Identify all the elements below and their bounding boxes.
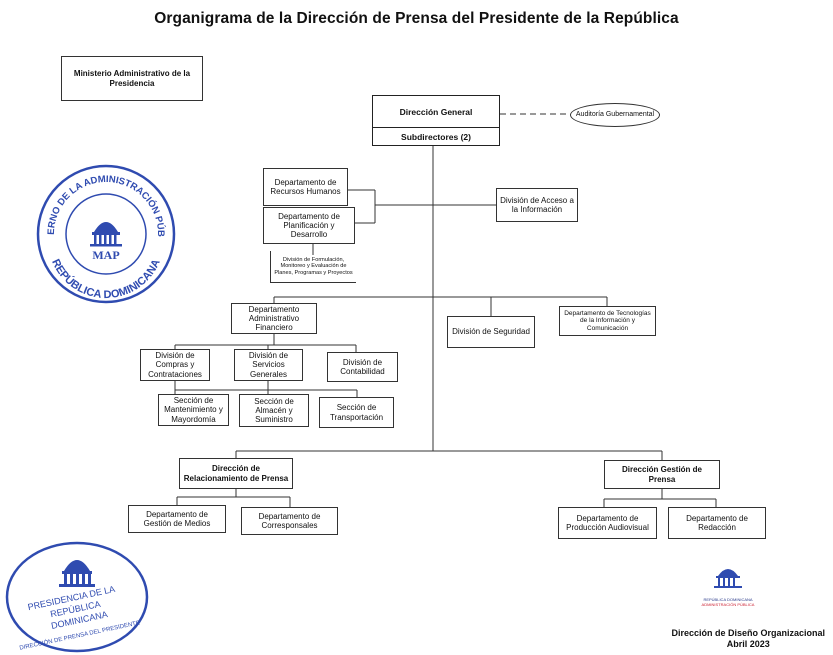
servicios-generales-box: División de Servicios Generales	[234, 349, 303, 381]
almacen-box: Sección de Almacén y Suministro	[239, 394, 309, 427]
transportacion-box: Sección de Transportación	[319, 397, 394, 428]
compras-box: División de Compras y Contrataciones	[140, 349, 210, 381]
footer: Dirección de Diseño Organizacional Abril…	[671, 628, 825, 650]
map-seal-bottom-text: REPÚBLICA DOMINICANA	[49, 257, 163, 301]
subdirectores-label: Subdirectores (2)	[401, 131, 471, 142]
svg-text:REPÚBLICA DOMINICANA: REPÚBLICA DOMINICANA	[49, 257, 163, 301]
acceso-info-box: División de Acceso a la Información	[496, 188, 578, 222]
small-logo-line2: ADMINISTRACIÓN PÚBLICA	[701, 602, 755, 607]
direccion-general-box: Dirección General Subdirectores (2)	[372, 95, 500, 146]
small-logo-line1: REPÚBLICA DOMINICANA	[703, 597, 753, 602]
planificacion-box: Departamento de Planificación y Desarrol…	[263, 207, 355, 244]
administracion-publica-logo: REPÚBLICA DOMINICANA ADMINISTRACIÓN PÚBL…	[688, 560, 768, 607]
presidencia-seal: PRESIDENCIA DE LA REPÚBLICA DOMINICANA D…	[2, 535, 152, 653]
direccion-general-label: Dirección General	[373, 96, 499, 128]
capitol-icon-3	[714, 569, 742, 588]
auditoria-ellipse: Auditoría Gubernamental	[570, 103, 660, 127]
map-seal: GOBIERNO DE LA ADMINISTRACIÓN PÚBLICA RE…	[32, 160, 180, 308]
rrhh-box: Departamento de Recursos Humanos	[263, 168, 348, 206]
footer-line1: Dirección de Diseño Organizacional	[671, 628, 825, 638]
gestion-prensa-box: Dirección Gestión de Prensa	[604, 460, 720, 489]
produccion-box: Departamento de Producción Audiovisual	[558, 507, 657, 539]
gestion-medios-box: Departamento de Gestión de Medios	[128, 505, 226, 533]
seguridad-box: División de Seguridad	[447, 316, 535, 348]
redaccion-box: Departamento de Redacción	[668, 507, 766, 539]
mantenimiento-box: Sección de Mantenimiento y Mayordomía	[158, 394, 229, 426]
tecnologias-box: Departamento de Tecnologías de la Inform…	[559, 306, 656, 336]
admin-financiero-box: Departamento Administrativo Financiero	[231, 303, 317, 334]
page-title: Organigrama de la Dirección de Prensa de…	[154, 10, 679, 27]
ministerio-box: Ministerio Administrativo de la Presiden…	[61, 56, 203, 101]
capitol-icon-2	[59, 560, 95, 587]
relacionamiento-box: Dirección de Relacionamiento de Prensa	[179, 458, 293, 489]
capitol-icon	[90, 222, 122, 247]
corresponsales-box: Departamento de Corresponsales	[241, 507, 338, 535]
formulacion-box: División de Formulación, Monitoreo y Eva…	[270, 251, 356, 283]
footer-line2: Abril 2023	[726, 638, 770, 649]
contabilidad-box: División de Contabilidad	[327, 352, 398, 382]
map-seal-center-text: MAP	[92, 248, 119, 262]
